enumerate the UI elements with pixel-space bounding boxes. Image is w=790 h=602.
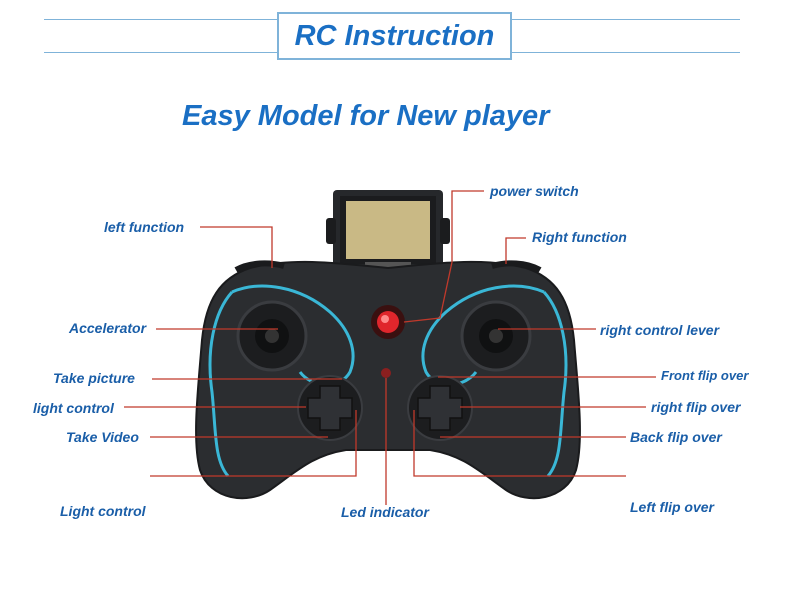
label-right-function: Right function	[532, 229, 627, 245]
title-box: RC Instruction	[277, 12, 512, 60]
leader-lines	[124, 190, 656, 505]
label-right-flip-over: right flip over	[651, 399, 741, 415]
label-right-control-lever: right control lever	[600, 322, 720, 338]
label-left-function: left function	[104, 219, 185, 235]
label-accelerator: Accelerator	[69, 320, 147, 336]
label-light-control-bottom: Light control	[60, 503, 146, 519]
header-line-right-bottom	[512, 52, 740, 53]
power-button	[371, 305, 405, 339]
label-front-flip-over: Front flip over	[661, 368, 749, 383]
controller-body	[195, 260, 581, 500]
label-light-control-left: light control	[33, 400, 114, 416]
screen-holder	[326, 190, 450, 270]
label-left-flip-over: Left flip over	[630, 499, 715, 515]
right-dpad	[407, 375, 473, 441]
led-light	[381, 368, 391, 378]
label-led-indicator: Led indicator	[341, 504, 429, 520]
right-stick	[460, 300, 532, 372]
label-back-flip-over: Back flip over	[630, 429, 722, 445]
header-line-left-bottom	[44, 52, 277, 53]
header-line-right-top	[512, 19, 740, 20]
label-take-video: Take Video	[66, 429, 139, 445]
left-dpad	[297, 375, 363, 441]
header-line-left-top	[44, 19, 277, 20]
label-take-picture: Take picture	[53, 370, 135, 386]
page-subtitle: Easy Model for New player	[182, 100, 550, 132]
label-power-switch: power switch	[490, 183, 579, 199]
page-title: RC Instruction	[294, 19, 495, 52]
left-stick	[236, 300, 308, 372]
